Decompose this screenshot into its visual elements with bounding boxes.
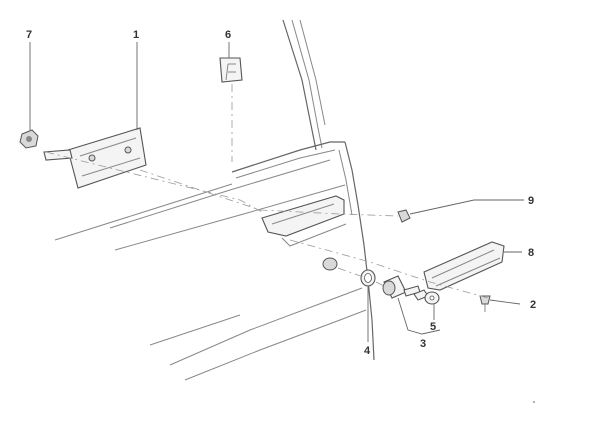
gasket-ring-part <box>360 269 376 287</box>
callout-9: 9 <box>528 195 534 207</box>
nut-part <box>19 129 39 149</box>
key-part <box>413 289 440 305</box>
outside-handle-part <box>423 241 505 291</box>
callout-7: 7 <box>26 29 32 41</box>
door-panel <box>54 19 375 381</box>
callout-6: 6 <box>225 29 231 41</box>
callout-4: 4 <box>364 345 371 357</box>
handle-recess <box>261 195 347 247</box>
spring-clip-part <box>219 57 243 83</box>
callout-5: 5 <box>430 321 436 333</box>
grommet-part <box>397 209 411 223</box>
screw-part <box>479 295 491 312</box>
hinge-plate-part <box>43 127 147 189</box>
callout-2: 2 <box>530 299 536 311</box>
leader-lines <box>29 42 524 342</box>
callout-3: 3 <box>420 338 426 350</box>
callout-8: 8 <box>528 247 534 259</box>
assembly-axes <box>45 84 489 299</box>
callout-labels: 1 2 3 4 5 6 7 8 9 <box>26 29 536 357</box>
callout-1: 1 <box>133 29 139 41</box>
door-hole <box>322 257 338 271</box>
corner-dot <box>533 401 535 403</box>
